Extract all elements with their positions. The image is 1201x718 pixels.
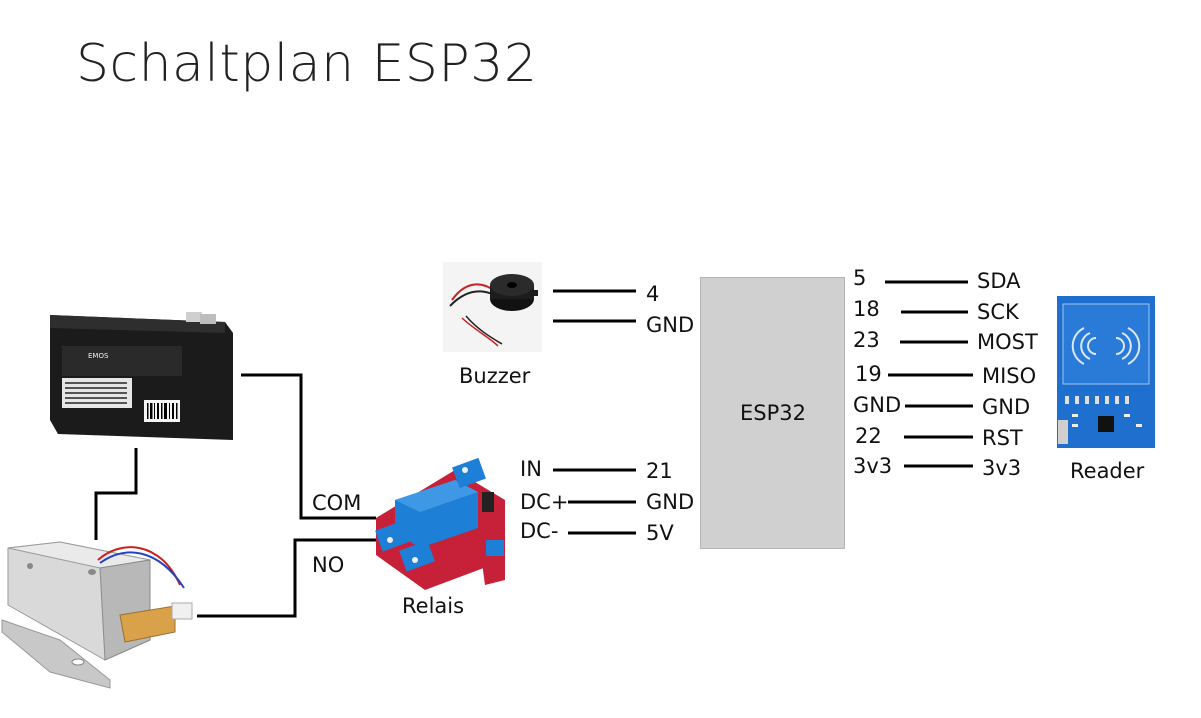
reader-esp-pin: 19 [855,362,882,386]
relay-label: Relais [402,594,465,618]
relay-image [375,457,505,590]
esp32-label: ESP32 [740,401,806,425]
relay-esp-pin: 5V [646,521,674,545]
relay-module-pin: DC+ [520,490,569,514]
reader-pin: RST [982,426,1023,450]
rfid-reader-image [1057,296,1155,448]
relay-esp-pin: GND [646,490,695,514]
reader-pin: 3v3 [982,456,1022,480]
reader-pin: SDA [977,269,1021,293]
battery-image: EMOS [50,312,233,440]
reader-pin: GND [982,395,1031,419]
esp32-board [700,277,845,549]
reader-esp-pin: GND [853,393,902,417]
relay-contact-label: COM [312,491,362,515]
buzzer-pin-label: GND [646,313,695,337]
relay-esp-pin: 21 [646,459,673,483]
reader-esp-pin: 23 [853,328,880,352]
reader-esp-pin: 3v3 [853,454,893,478]
reader-esp-pin: 22 [855,424,882,448]
reader-pin: MOST [977,330,1038,354]
relay-contact-label: NO [312,553,345,577]
reader-pin: SCK [977,300,1019,324]
reader-esp-pin: 18 [853,297,880,321]
solenoid-lock-image [1,541,193,689]
buzzer-pin-label: 4 [646,282,660,306]
reader-label: Reader [1070,459,1145,483]
power-wires [94,373,376,618]
relay-module-pin: DC- [520,519,559,543]
reader-esp-pin: 5 [853,266,867,290]
battery-brand-text: EMOS [88,352,109,360]
relay-module-pin: IN [520,457,542,481]
buzzer-image [443,262,542,352]
page-title: Schaltplan ESP32 [76,34,538,94]
reader-wires [885,280,973,468]
reader-pin: MISO [982,364,1037,388]
buzzer-wires [553,289,636,323]
relay-wires [553,468,636,535]
buzzer-label: Buzzer [459,364,531,388]
